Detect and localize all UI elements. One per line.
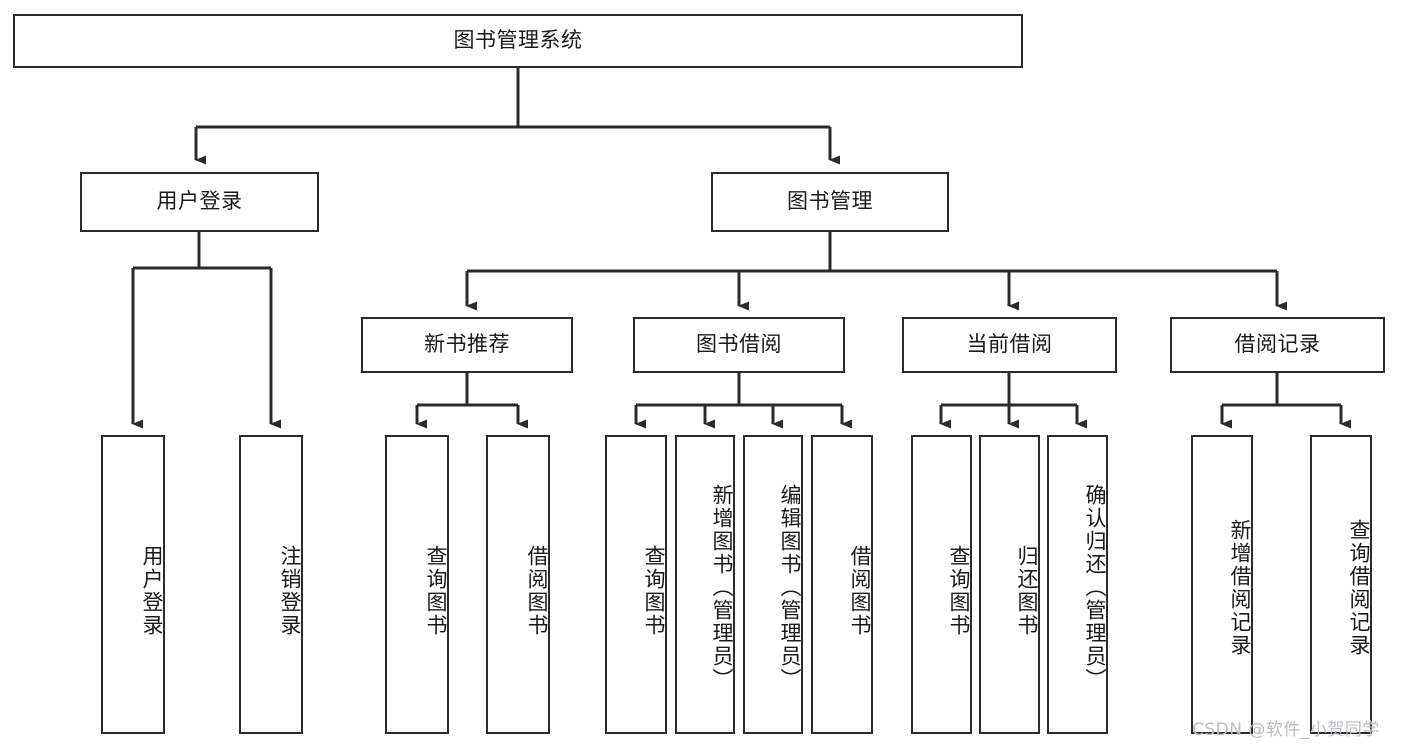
node-leaf-current-return[interactable]: 归还图书 xyxy=(979,435,1040,734)
node-new-book-recommend[interactable]: 新书推荐 xyxy=(361,317,573,373)
node-leaf-borrow-query[interactable]: 查询图书 xyxy=(605,435,667,734)
node-leaf-newbook-borrow[interactable]: 借阅图书 xyxy=(486,435,550,734)
node-leaf-newbook-borrow-label: 借阅图书 xyxy=(525,544,549,637)
node-current-borrow[interactable]: 当前借阅 xyxy=(902,317,1117,373)
node-leaf-record-add-label: 新增借阅记录 xyxy=(1228,518,1252,657)
csdn-watermark-text: CSDN @软件_小贺同学 xyxy=(1192,720,1380,740)
node-new-book-recommend-label: 新书推荐 xyxy=(424,332,510,357)
node-leaf-borrow-add[interactable]: 新增图书（管理员） xyxy=(675,435,735,734)
node-leaf-current-query-label: 查询图书 xyxy=(947,544,971,637)
node-leaf-newbook-query[interactable]: 查询图书 xyxy=(385,435,449,734)
node-leaf-logout-label: 注销登录 xyxy=(278,544,302,637)
node-current-borrow-label: 当前借阅 xyxy=(966,332,1053,357)
node-leaf-current-confirm-return-label: 确认归还（管理员） xyxy=(1083,484,1107,691)
node-borrow-record[interactable]: 借阅记录 xyxy=(1170,317,1385,373)
node-user-login[interactable]: 用户登录 xyxy=(80,172,319,232)
node-leaf-newbook-query-label: 查询图书 xyxy=(424,544,448,637)
node-leaf-current-query[interactable]: 查询图书 xyxy=(911,435,972,734)
node-leaf-borrow-query-label: 查询图书 xyxy=(642,544,666,637)
node-user-login-label: 用户登录 xyxy=(156,189,243,214)
node-leaf-record-query-label: 查询借阅记录 xyxy=(1347,518,1371,657)
node-leaf-logout[interactable]: 注销登录 xyxy=(239,435,303,734)
node-book-management[interactable]: 图书管理 xyxy=(711,172,949,232)
node-root-label: 图书管理系统 xyxy=(453,28,583,53)
node-leaf-current-confirm-return[interactable]: 确认归还（管理员） xyxy=(1047,435,1108,734)
node-borrow-record-label: 借阅记录 xyxy=(1234,332,1321,357)
node-book-borrow-label: 图书借阅 xyxy=(696,332,782,357)
node-leaf-borrow-book-label: 借阅图书 xyxy=(848,544,872,637)
node-leaf-record-add[interactable]: 新增借阅记录 xyxy=(1191,435,1253,734)
node-leaf-borrow-book[interactable]: 借阅图书 xyxy=(811,435,873,734)
node-leaf-borrow-add-label: 新增图书（管理员） xyxy=(710,484,734,691)
node-leaf-user-login[interactable]: 用户登录 xyxy=(101,435,165,734)
node-root[interactable]: 图书管理系统 xyxy=(13,14,1023,68)
node-leaf-record-query[interactable]: 查询借阅记录 xyxy=(1310,435,1372,734)
node-book-borrow[interactable]: 图书借阅 xyxy=(633,317,845,373)
node-leaf-borrow-edit-label: 编辑图书（管理员） xyxy=(778,484,802,691)
node-leaf-current-return-label: 归还图书 xyxy=(1015,544,1039,637)
csdn-watermark: CSDN @软件_小贺同学 xyxy=(1192,715,1380,740)
node-leaf-user-login-label: 用户登录 xyxy=(140,544,164,637)
node-book-management-label: 图书管理 xyxy=(787,189,873,214)
node-leaf-borrow-edit[interactable]: 编辑图书（管理员） xyxy=(743,435,803,734)
